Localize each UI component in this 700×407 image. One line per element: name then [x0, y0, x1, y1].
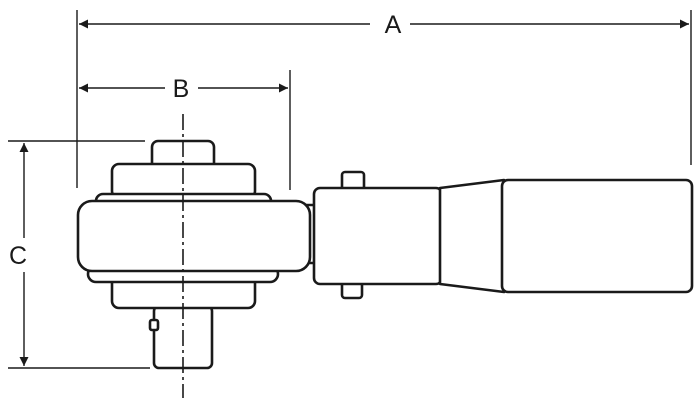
detent-ball: [148, 318, 160, 332]
dimension-label-c: C: [9, 242, 27, 270]
dimension-label-b: B: [173, 75, 190, 103]
dimension-a: A: [76, 10, 692, 188]
dimension-c: C: [8, 140, 150, 369]
handle-grip: [500, 178, 694, 294]
handle-taper: [438, 178, 506, 294]
handle-collar: [312, 186, 444, 286]
dimension-label-a: A: [385, 11, 402, 39]
ratchet-head: [76, 199, 312, 273]
dimension-b: B: [79, 70, 291, 190]
ratchet-tool: [76, 139, 694, 370]
